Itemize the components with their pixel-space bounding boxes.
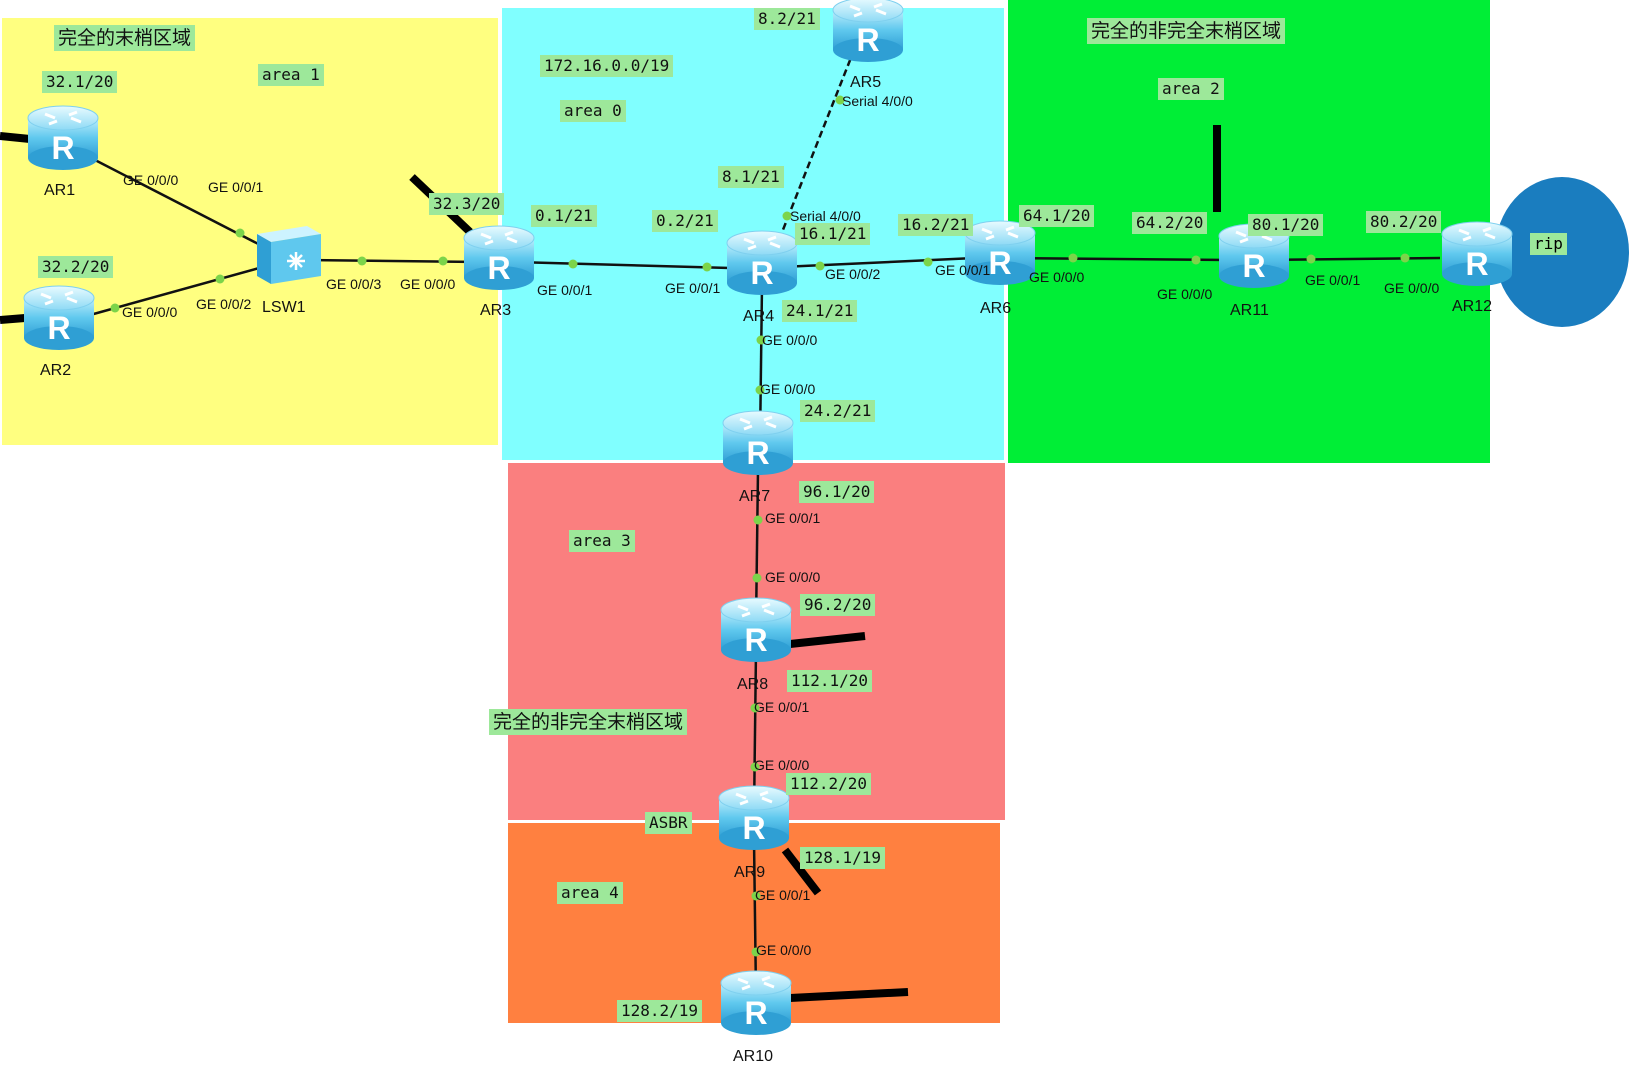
port-ar4-s400: Serial 4/0/0 [790, 208, 861, 224]
link-ar2-lsw1 [89, 263, 271, 317]
router-ar8[interactable] [719, 596, 793, 664]
addr-ar9-ar8: 112.2/20 [786, 773, 872, 795]
name-ar12: AR12 [1452, 298, 1493, 315]
name-ar3: AR3 [480, 302, 512, 319]
router-ar9[interactable] [717, 784, 791, 852]
name-ar1: AR1 [44, 182, 76, 199]
name-ar4: AR4 [743, 308, 775, 325]
addr-ar5: 8.2/21 [754, 8, 820, 30]
area3-label: area 3 [569, 530, 635, 552]
router-ar7[interactable] [721, 409, 795, 477]
port-ar4-ge000: GE 0/0/0 [762, 332, 818, 348]
name-ar10: AR10 [733, 1048, 774, 1065]
name-lsw1: LSW1 [262, 299, 306, 316]
port-ar11-ge001: GE 0/0/1 [1305, 272, 1361, 288]
port-ar4-ge002: GE 0/0/2 [825, 266, 881, 282]
addr-ar4-ar3: 0.2/21 [652, 210, 718, 232]
addr-ar8-ar9: 112.1/20 [787, 670, 873, 692]
area1-title: 完全的末梢区域 [54, 25, 196, 51]
addr-ar9-ar10: 128.1/19 [800, 847, 886, 869]
name-ar9: AR9 [734, 864, 766, 881]
addr-ar4-ar5: 8.1/21 [718, 166, 784, 188]
addr-ar10-ar9: 128.2/19 [617, 1000, 703, 1022]
name-ar11: AR11 [1230, 302, 1269, 319]
addr-ar6-ar11: 64.1/20 [1019, 205, 1095, 227]
name-ar2: AR2 [40, 362, 72, 379]
name-ar6: AR6 [980, 300, 1012, 317]
port-ar10-ge000: GE 0/0/0 [756, 942, 812, 958]
name-ar7: AR7 [739, 488, 771, 505]
link-ar9-ar10 [752, 839, 758, 996]
addr-ar3: 32.3/20 [429, 193, 505, 215]
addr-ar12-ar11: 80.2/20 [1366, 211, 1442, 233]
addr-ar11-ar6: 64.2/20 [1132, 212, 1208, 234]
port-ar7-ge000: GE 0/0/0 [760, 381, 816, 397]
router-ar12[interactable] [1440, 220, 1514, 288]
port-ar9-ge000: GE 0/0/0 [754, 757, 810, 773]
port-ar4-ge001: GE 0/0/1 [665, 280, 721, 296]
area2-title: 完全的非完全末梢区域 [1087, 18, 1286, 44]
router-ar4[interactable] [725, 229, 799, 297]
router-ar5[interactable] [831, 0, 905, 64]
area3-title: 完全的非完全末梢区域 [489, 709, 688, 735]
addr-ar2: 32.2/20 [38, 256, 114, 278]
addr-ar7-ar8: 96.1/20 [799, 481, 875, 503]
addr-ar1: 32.1/20 [42, 71, 118, 93]
name-ar8: AR8 [737, 676, 769, 693]
router-ar2[interactable] [22, 284, 96, 352]
addr-ar8-ar7: 96.2/20 [800, 594, 876, 616]
port-ar5-s400: Serial 4/0/0 [842, 93, 913, 109]
rip-label: rip [1530, 233, 1567, 255]
name-ar5: AR5 [850, 74, 882, 91]
addr-ar7-ar4: 24.2/21 [800, 400, 876, 422]
port-ar1-ge000: GE 0/0/0 [123, 172, 179, 188]
port-ar3-ge000: GE 0/0/0 [400, 276, 456, 292]
port-ar8-ge000: GE 0/0/0 [765, 569, 821, 585]
addr-ar4-ar7: 24.1/21 [782, 300, 858, 322]
port-ar8-ge001: GE 0/0/1 [754, 699, 810, 715]
router-ar3[interactable] [462, 224, 536, 292]
area0-network: 172.16.0.0/19 [540, 55, 674, 77]
asbr-label: ASBR [645, 812, 692, 834]
switch-lsw1[interactable] [257, 226, 321, 284]
router-ar1[interactable] [26, 104, 100, 172]
port-ar2-ge000: GE 0/0/0 [122, 304, 178, 320]
link-ar1-lsw1 [94, 158, 271, 252]
link-ar3-ar4 [514, 260, 731, 270]
addr-ar4-ar6: 16.1/21 [795, 223, 871, 245]
port-lsw1-ge001: GE 0/0/1 [208, 179, 264, 195]
port-ar9-ge001: GE 0/0/1 [755, 887, 811, 903]
port-ar7-ge001: GE 0/0/1 [765, 510, 821, 526]
addr-ar6-ar4: 16.2/21 [898, 214, 974, 236]
port-ar11-ge000: GE 0/0/0 [1157, 286, 1213, 302]
area0-label: area 0 [560, 100, 626, 122]
addr-ar3-ar4: 0.1/21 [531, 205, 597, 227]
port-lsw1-ge003: GE 0/0/3 [326, 276, 382, 292]
area1-label: area 1 [258, 64, 324, 86]
link-lsw1-ar3 [304, 258, 481, 264]
port-dots [110, 95, 1410, 957]
router-ar10[interactable] [719, 969, 793, 1037]
area4-label: area 4 [557, 882, 623, 904]
port-ar3-ge001: GE 0/0/1 [537, 282, 593, 298]
port-ar6-ge000: GE 0/0/0 [1029, 269, 1085, 285]
area2-label: area 2 [1158, 78, 1224, 100]
port-lsw1-ge002: GE 0/0/2 [196, 296, 252, 312]
port-ar12-ge000: GE 0/0/0 [1384, 280, 1440, 296]
addr-ar11-ar12: 80.1/20 [1248, 214, 1324, 236]
port-ar6-ge001: GE 0/0/1 [935, 262, 991, 278]
